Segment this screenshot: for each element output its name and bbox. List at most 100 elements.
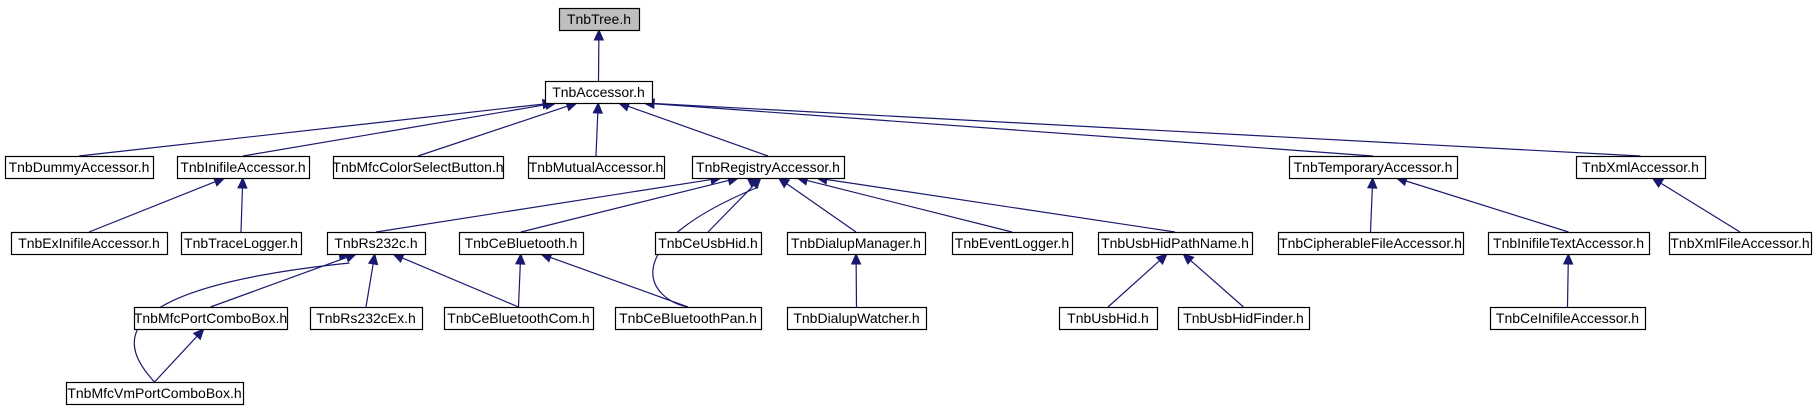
node-label-inifile[interactable]: TnbInifileAccessor.h [180,159,305,175]
node-label-cebluetooth[interactable]: TnbCeBluetooth.h [465,235,578,251]
node-rs232cex[interactable]: TnbRs232cEx.h [309,306,424,331]
node-label-mfcvmport[interactable]: TnbMfcVmPortComboBox.h [67,385,241,401]
node-rs232c[interactable]: TnbRs232c.h [326,231,427,256]
edge-usbhidpath-to-registry [826,178,1176,233]
arrowhead-ceinifile-to-inifiletext [1562,252,1574,265]
node-cebtcom[interactable]: TnbCeBluetoothCom.h [443,306,595,331]
node-box-tracelogger[interactable] [180,231,303,256]
edge-ceinifile-to-inifiletext [1566,263,1569,308]
node-mfccolor[interactable]: TnbMfcColorSelectButton.h [332,155,505,180]
node-usbhidfinder[interactable]: TnbUsbHidFinder.h [1177,306,1311,331]
node-box-accessor[interactable] [544,80,654,105]
node-box-cebtcom[interactable] [443,306,595,331]
edge-cipherable-to-temporary [1369,187,1373,233]
node-box-cebluetooth[interactable] [458,231,585,256]
arrowhead-accessor-to-tree [593,28,605,41]
edge-cebluetooth-to-registry [520,179,729,233]
node-box-rs232c[interactable] [326,231,427,256]
node-box-inifiletext[interactable] [1487,231,1651,256]
node-cipherable[interactable]: TnbCipherableFileAccessor.h [1277,231,1465,256]
node-box-cipherable[interactable] [1277,231,1465,256]
edge-xml-to-accessor [653,102,1641,157]
node-usbhid[interactable]: TnbUsbHid.h [1058,306,1159,331]
node-accessor[interactable]: TnbAccessor.h [544,80,654,105]
node-box-temporary[interactable] [1288,155,1459,180]
node-registry[interactable]: TnbRegistryAccessor.h [691,155,846,180]
node-box-usbhidpath[interactable] [1097,231,1254,256]
node-box-usbhid[interactable] [1058,306,1159,331]
node-box-dummy[interactable] [4,155,155,180]
node-label-exinifile[interactable]: TnbExInifileAccessor.h [18,235,160,251]
node-dialupmgr[interactable]: TnbDialupManager.h [786,231,927,256]
node-label-mfcportcombo[interactable]: TnbMfcPortComboBox.h [134,310,287,326]
node-inifile[interactable]: TnbInifileAccessor.h [176,155,311,180]
node-label-mfccolor[interactable]: TnbMfcColorSelectButton.h [332,159,503,175]
node-box-usbhidfinder[interactable] [1177,306,1311,331]
node-box-rs232cex[interactable] [309,306,424,331]
edge-mutual-to-accessor [595,112,599,157]
node-dummy[interactable]: TnbDummyAccessor.h [4,155,155,180]
node-label-usbhid[interactable]: TnbUsbHid.h [1067,310,1149,326]
node-label-accessor[interactable]: TnbAccessor.h [552,84,645,100]
node-label-cebtcom[interactable]: TnbCeBluetoothCom.h [447,310,589,326]
edge-cebtpan-to-cebluetooth [550,256,689,308]
edge-usbhidfinder-to-usbhidpath [1190,260,1244,308]
node-exinifile[interactable]: TnbExInifileAccessor.h [10,231,169,256]
node-tracelogger[interactable]: TnbTraceLogger.h [180,231,303,256]
node-label-usbhidpath[interactable]: TnbUsbHidPathName.h [1101,235,1249,251]
node-mfcportcombo[interactable]: TnbMfcPortComboBox.h [133,306,289,331]
node-label-mutual[interactable]: TnbMutualAccessor.h [529,159,664,175]
node-dialupwatcher[interactable]: TnbDialupWatcher.h [786,306,928,331]
node-box-xmlfile[interactable] [1668,231,1813,256]
node-label-dialupwatcher[interactable]: TnbDialupWatcher.h [793,310,919,326]
node-label-cipherable[interactable]: TnbCipherableFileAccessor.h [1279,235,1462,251]
node-box-inifile[interactable] [176,155,311,180]
node-eventlogger[interactable]: TnbEventLogger.h [951,231,1074,256]
node-cebluetooth[interactable]: TnbCeBluetooth.h [458,231,585,256]
edge-xmlfile-to-xml [1660,182,1741,233]
node-label-inifiletext[interactable]: TnbInifileTextAccessor.h [1493,235,1644,251]
node-box-cebtpan[interactable] [614,306,763,331]
node-inifiletext[interactable]: TnbInifileTextAccessor.h [1487,231,1651,256]
edge-mfcvmport-to-mfcportcombo [154,335,198,383]
node-label-ceusbhid[interactable]: TnbCeUsbHid.h [658,235,758,251]
node-label-rs232cex[interactable]: TnbRs232cEx.h [316,310,416,326]
node-label-eventlogger[interactable]: TnbEventLogger.h [955,235,1069,251]
node-ceusbhid[interactable]: TnbCeUsbHid.h [654,231,763,256]
node-xmlfile[interactable]: TnbXmlFileAccessor.h [1668,231,1813,256]
node-label-xml[interactable]: TnbXmlAccessor.h [1582,159,1699,175]
node-label-dialupmgr[interactable]: TnbDialupManager.h [791,235,921,251]
node-label-rs232c[interactable]: TnbRs232c.h [334,235,417,251]
node-label-cebtpan[interactable]: TnbCeBluetoothPan.h [619,310,757,326]
node-temporary[interactable]: TnbTemporaryAccessor.h [1288,155,1459,180]
node-mfcvmport[interactable]: TnbMfcVmPortComboBox.h [65,381,245,406]
node-box-eventlogger[interactable] [951,231,1074,256]
node-box-mfcportcombo[interactable] [133,306,289,331]
node-box-xml[interactable] [1575,155,1707,180]
node-label-dummy[interactable]: TnbDummyAccessor.h [9,159,150,175]
edge-inifiletext-to-temporary [1405,180,1569,233]
node-box-registry[interactable] [691,155,846,180]
node-box-ceusbhid[interactable] [654,231,763,256]
node-label-xmlfile[interactable]: TnbXmlFileAccessor.h [1670,235,1809,251]
node-box-mfcvmport[interactable] [65,381,245,406]
node-box-exinifile[interactable] [10,231,169,256]
node-label-tracelogger[interactable]: TnbTraceLogger.h [184,235,298,251]
node-cebtpan[interactable]: TnbCeBluetoothPan.h [614,306,763,331]
node-box-dialupwatcher[interactable] [786,306,928,331]
arrowhead-dialupmgr-to-registry [777,177,791,189]
node-box-mfccolor[interactable] [332,155,505,180]
node-box-ceinifile[interactable] [1489,306,1647,331]
arrowhead-usbhidfinder-to-usbhidpath [1182,253,1195,265]
node-ceinifile[interactable]: TnbCeInifileAccessor.h [1489,306,1647,331]
node-label-registry[interactable]: TnbRegistryAccessor.h [696,159,840,175]
node-usbhidpath[interactable]: TnbUsbHidPathName.h [1097,231,1254,256]
node-label-usbhidfinder[interactable]: TnbUsbHidFinder.h [1183,310,1304,326]
node-xml[interactable]: TnbXmlAccessor.h [1575,155,1707,180]
node-box-dialupmgr[interactable] [786,231,927,256]
node-label-temporary[interactable]: TnbTemporaryAccessor.h [1294,159,1453,175]
node-label-ceinifile[interactable]: TnbCeInifileAccessor.h [1496,310,1639,326]
node-mutual[interactable]: TnbMutualAccessor.h [527,155,666,180]
node-box-mutual[interactable] [527,155,666,180]
edge-dummy-to-accessor [78,103,544,157]
